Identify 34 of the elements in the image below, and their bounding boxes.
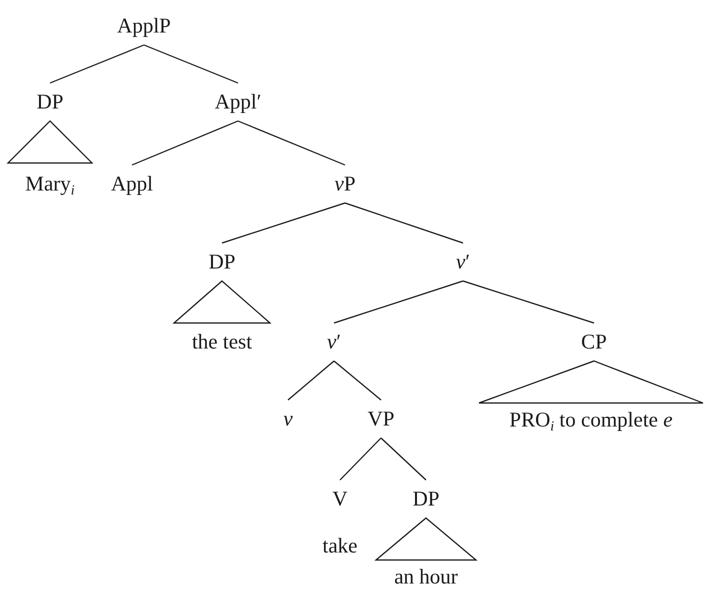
branch-line [144,44,238,84]
node-label: Appl′ [214,92,262,112]
branch-line [50,44,144,84]
branch-line [132,120,238,166]
node-label: v [283,408,293,430]
branch-line [340,438,382,480]
terminal-text: PRO$_{i}$ to complete e [509,410,673,430]
branch-line [238,120,346,166]
branch-line [222,202,346,244]
branch-line [380,438,426,480]
node-label: DP [208,252,236,272]
triangle-branch [478,360,704,404]
node-label: v′ [456,252,470,272]
branch-line [288,360,334,400]
node-label: VP [368,408,394,430]
node-label: v′ [327,332,341,352]
node-label: DP [412,488,440,510]
node-label: V [332,488,348,510]
terminal-text: take [322,536,358,556]
terminal-text: an hour [394,566,458,588]
node-label: DP [36,92,64,112]
node-label: ApplP [117,16,171,36]
triangle-branch [172,280,272,324]
node-label: CP [581,332,607,352]
terminal-text: Mary$_{i}$ [25,174,75,194]
branch-line [344,202,464,244]
branch-line [462,280,594,324]
branch-line [334,360,382,400]
terminal-text: the test [192,332,252,352]
node-label: vP [334,174,356,194]
triangle-branch [6,120,94,164]
branch-line [334,280,464,324]
triangle-branch [374,517,478,561]
node-label: Appl [111,174,153,194]
